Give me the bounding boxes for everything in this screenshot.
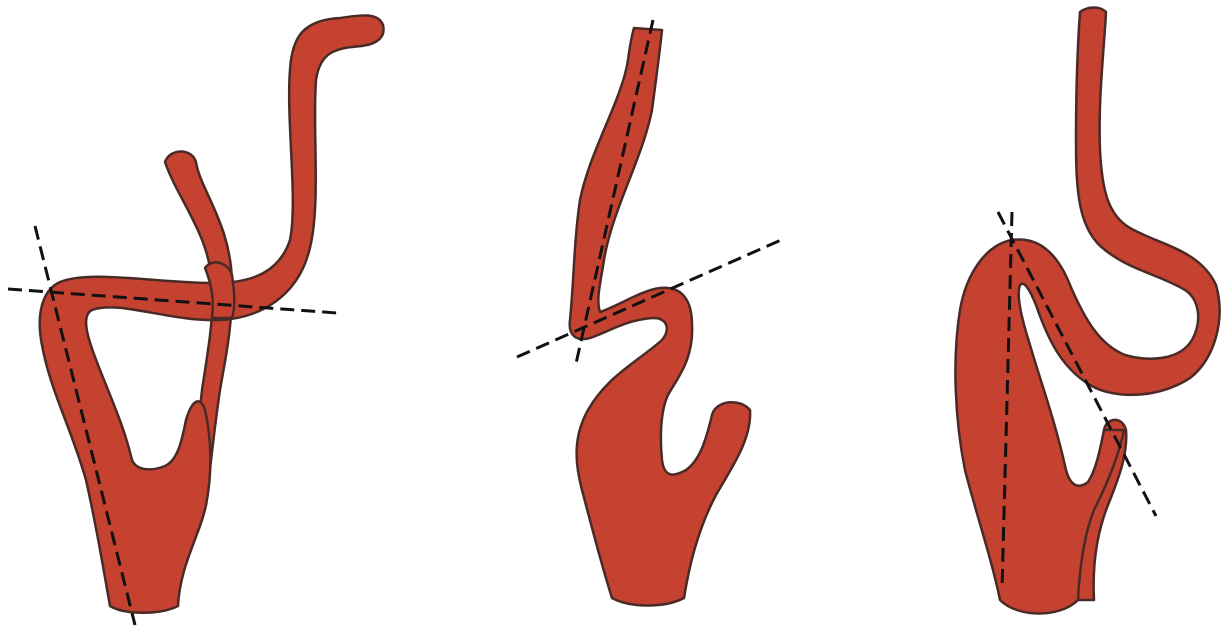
panel-right bbox=[955, 8, 1219, 614]
middle-vessel-kink bbox=[570, 28, 750, 606]
panel-middle bbox=[517, 20, 781, 606]
panel-left bbox=[8, 15, 384, 625]
right-internal-carotid-coil bbox=[955, 8, 1219, 614]
